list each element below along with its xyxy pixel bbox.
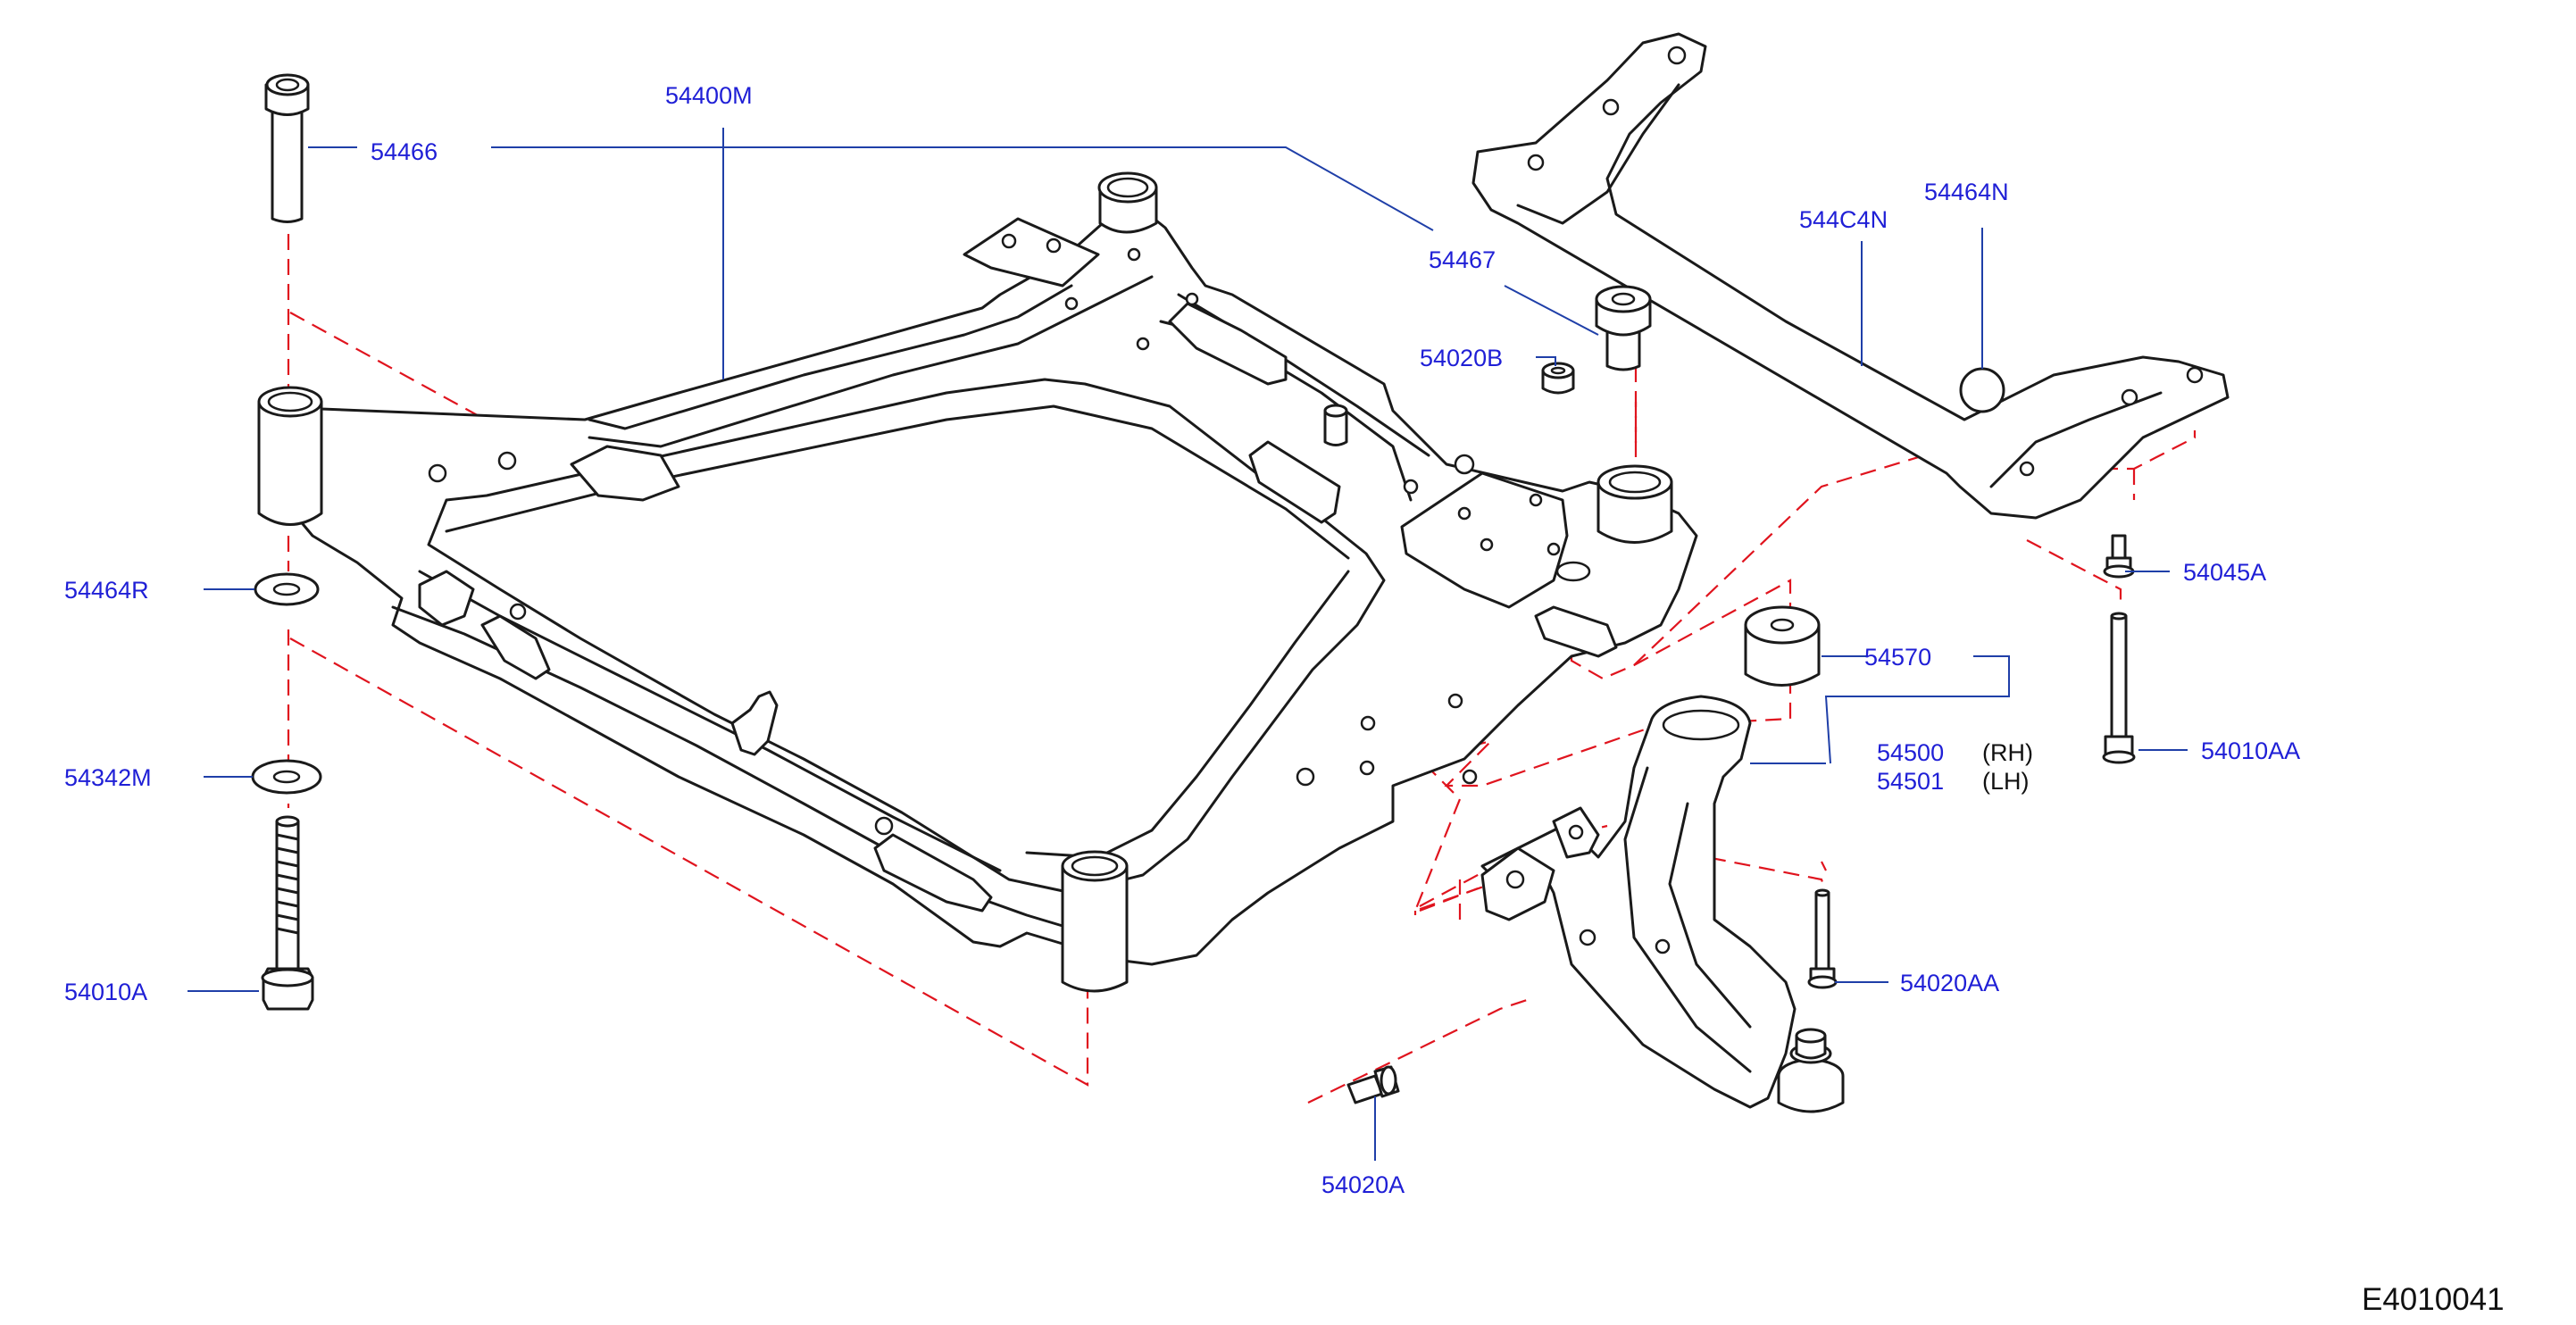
front-crossmember (257, 171, 1698, 993)
bolt-54020A (1346, 1065, 1400, 1104)
bolt-54010A (261, 815, 314, 1011)
label-54400M: 54400M (665, 82, 753, 109)
washer-54342M (251, 759, 322, 795)
bolt-54010AA (2102, 612, 2136, 764)
label-54010A: 54010A (64, 979, 147, 1005)
label-54467: 54467 (1429, 246, 1496, 273)
bushing-54467 (1595, 285, 1652, 371)
nut-54020B (1541, 362, 1575, 395)
label-rh: (RH) (1982, 739, 2033, 766)
label-54020AA: 54020AA (1900, 970, 1999, 996)
label-54464R: 54464R (64, 577, 149, 604)
bolt-54020AA (1807, 888, 1838, 989)
transverse-link (1480, 695, 1845, 1113)
label-544C4N: 544C4N (1799, 206, 1888, 233)
label-54010AA: 54010AA (2201, 738, 2300, 764)
washer-54464R (254, 572, 320, 606)
label-54570: 54570 (1864, 644, 1931, 671)
leader-lines (188, 128, 2188, 1161)
diagram-code: E4010041 (2362, 1282, 2505, 1317)
collar-54466 (264, 73, 310, 223)
bushing-54570 (1744, 605, 1821, 687)
label-54045A: 54045A (2183, 559, 2266, 586)
label-54464N: 54464N (1924, 179, 2009, 205)
label-54020A: 54020A (1321, 1171, 1405, 1198)
part-labels: 54400M 54466 54467 54020B 544C4N 54464N … (64, 82, 2300, 1198)
label-54466: 54466 (371, 138, 438, 165)
plug-54464N (1959, 367, 2005, 413)
label-54342M: 54342M (64, 764, 152, 791)
label-lh: (LH) (1982, 768, 2030, 795)
label-54020B: 54020B (1420, 345, 1503, 371)
label-54501: 54501 (1877, 768, 1944, 795)
label-54500: 54500 (1877, 739, 1944, 766)
stabilizer-brace (1471, 32, 2230, 520)
